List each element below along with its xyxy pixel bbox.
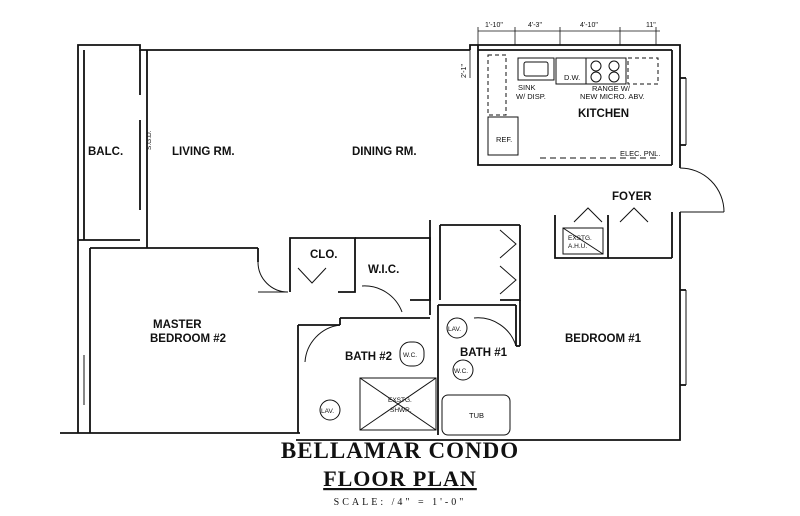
tub-label: TUB [469,411,484,420]
range-label-1: RANGE W/ [592,84,631,93]
ahu-label-1: EXSTG. [568,235,592,242]
sink-label-1: SINK [518,83,536,92]
dimension-2: 4'-3" [528,22,542,29]
wc-label-bath1: W.C. [454,368,468,375]
ahu-label-2: A.H.U. [568,243,587,250]
room-label-closet: CLO. [310,249,337,261]
lav-label-bath2: LAV. [321,408,334,415]
room-label-bath2: BATH #2 [345,351,392,363]
shower-label-1: EXSTG. [388,397,412,404]
range-label-2: NEW MICRO. ABV. [580,92,645,101]
elec-panel-label: ELEC. PNL. [620,149,660,158]
room-label-foyer: FOYER [612,191,652,203]
room-label-master-1: MASTER [153,319,202,331]
dimension-1: 1'-10" [485,22,503,29]
room-label-balcony: BALC. [88,146,123,158]
room-label-wic: W.I.C. [368,264,399,276]
dimension-4: 11" [646,22,656,29]
dimension-lines [469,27,660,78]
plan-scale: SCALE: /4" = 1'-0" [334,497,467,508]
sink-label-2: W/ DISP. [516,92,546,101]
shower-label-2: SHWR. [390,407,412,414]
room-label-living: LIVING RM. [172,146,235,158]
sgd-label: S.G.D. [146,130,153,150]
lav-label-bath1: LAV. [448,326,461,333]
room-label-bedroom1: BEDROOM #1 [565,333,642,345]
fixtures [297,54,660,436]
room-label-dining: DINING RM. [352,146,417,158]
plan-subtitle: FLOOR PLAN [323,466,477,491]
wc-label-bath2: W.C. [403,352,417,359]
dimension-5: 2'-1" [461,64,468,78]
plan-title: BELLAMAR CONDO [281,438,519,463]
dw-label: D.W. [564,73,580,82]
walls [60,44,725,441]
ref-label: REF. [496,135,512,144]
room-label-master-2: BEDROOM #2 [150,333,226,345]
room-label-bath1: BATH #1 [460,347,508,359]
room-label-kitchen: KITCHEN [578,108,629,120]
dimension-3: 4'-10" [580,22,598,29]
